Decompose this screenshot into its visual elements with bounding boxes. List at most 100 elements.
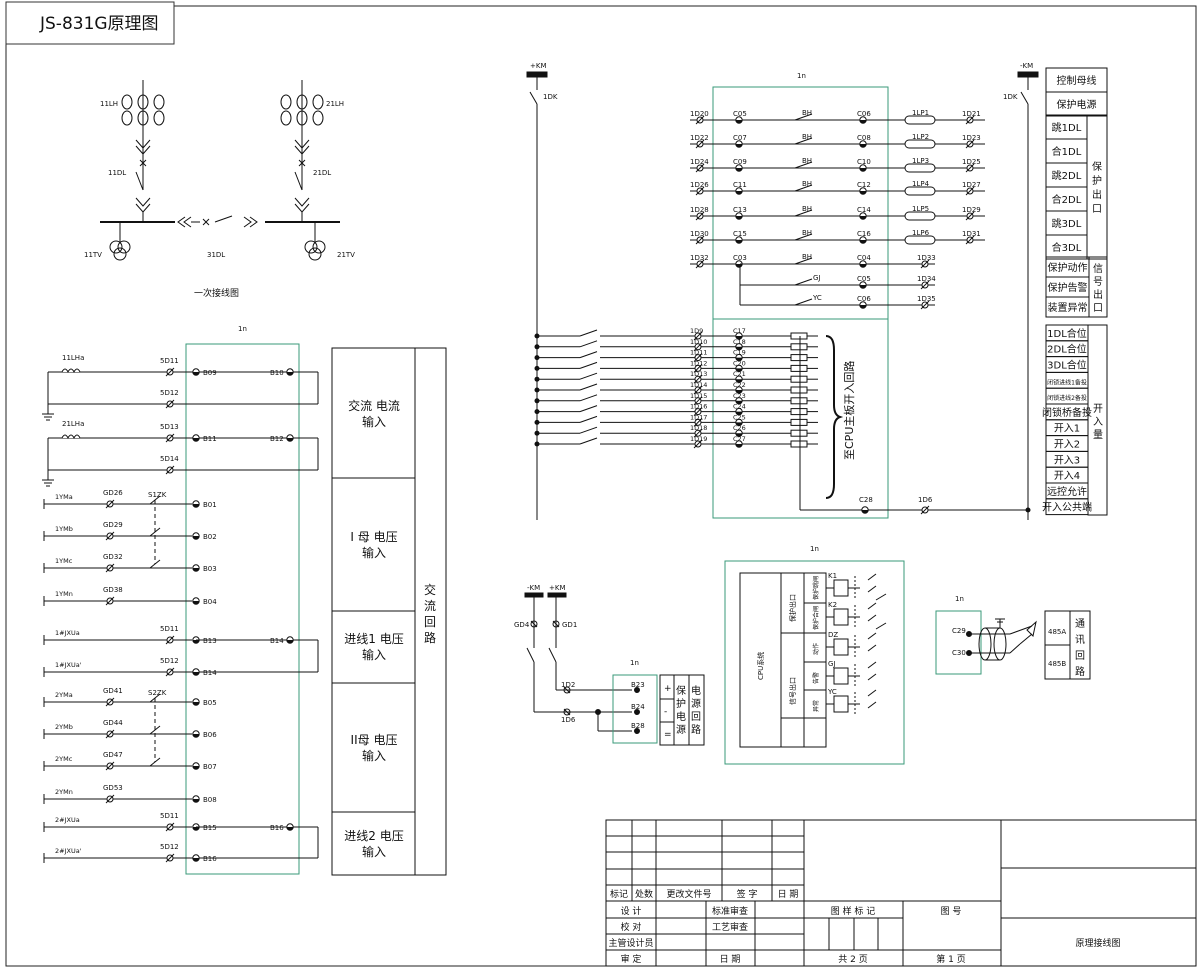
- left-breaker-label: 11DL: [108, 169, 126, 177]
- input-pin-label: C17: [733, 327, 746, 335]
- terminal-slash: [693, 439, 703, 449]
- input-pin-label: C18: [733, 338, 746, 346]
- pin-fill: [286, 827, 294, 831]
- cpu-note: 至CPU主板开入回路: [842, 361, 856, 460]
- output-terminal-label: 1D24: [690, 158, 709, 166]
- terminal-slash: [693, 342, 703, 352]
- relay-contact: [867, 573, 877, 581]
- relay-label: K2: [828, 601, 837, 609]
- left-tv-label: 11TV: [84, 251, 102, 259]
- page-title: JS-831G原理图: [39, 14, 159, 34]
- pin-fill: [735, 168, 743, 172]
- vt-terminal-label: GD26: [103, 489, 123, 497]
- psu-sign-plus: +: [664, 684, 672, 694]
- output-platelink: [904, 235, 936, 245]
- terminal-slash: [105, 794, 115, 804]
- func-input-label: 1DL合位: [1047, 327, 1087, 340]
- output-terminal-label: 1D30: [690, 230, 709, 238]
- vt-line-label: 1#JXUa: [55, 629, 80, 637]
- func-input-label: 开入3: [1054, 455, 1080, 466]
- input-terminal-label: 1D9: [690, 327, 703, 335]
- terminal-slash: [920, 300, 930, 310]
- common-node: [1025, 507, 1031, 513]
- group-label-bus1: I 母 电压: [350, 530, 397, 544]
- input-contact: [579, 340, 598, 348]
- comm-section: 1n C29 C30 485A 485B 通 讯 回 路: [935, 595, 1091, 680]
- output-terminal-label: 1D28: [690, 206, 709, 214]
- drawing-border: [5, 5, 1197, 967]
- input-node: [534, 398, 540, 404]
- input-pin-label: C20: [733, 359, 746, 367]
- terminal-slash: [165, 465, 175, 475]
- input-terminal-label: 1D13: [690, 370, 707, 378]
- sig-contact-label: GJ: [813, 274, 821, 282]
- sig-pin-label: C06: [857, 295, 871, 303]
- ac-device-label: 1n: [238, 325, 247, 333]
- input-contact: [579, 426, 598, 434]
- title-box: [5, 1, 175, 45]
- primary-wiring: 11LH 11DL 21LH 21DL 31DL: [84, 80, 355, 299]
- vt-line-label: 1YMb: [55, 525, 73, 533]
- ac-loop-char-3: 回: [424, 615, 436, 629]
- group-label-line2-2: 输入: [362, 844, 386, 859]
- output-terminal-label: 1D22: [690, 134, 709, 142]
- vt-pin-label: B16: [203, 855, 217, 863]
- relay-contact: [867, 602, 877, 610]
- pin-fill: [735, 400, 743, 404]
- func-prot-label: 合1DL: [1052, 145, 1082, 158]
- pin-fill: [735, 346, 743, 350]
- output-pin-label: C13: [733, 206, 747, 214]
- relay-coil: [833, 579, 849, 597]
- group-label-ac-current-2: 输入: [362, 414, 386, 429]
- vt-pin-label: B14: [203, 669, 217, 677]
- psu-l1-c3: 电: [676, 710, 686, 723]
- relay-contact: [867, 701, 877, 709]
- input-contact: [579, 351, 598, 359]
- vt-terminal-label: GD32: [103, 553, 123, 561]
- pin-fill: [192, 438, 200, 442]
- input-node: [534, 333, 540, 339]
- func-prot-label: 合3DL: [1052, 241, 1082, 254]
- input-pin-label: C22: [733, 381, 746, 389]
- tb-head-count: 处数: [635, 888, 653, 900]
- group-label-bus2-2: 输入: [362, 748, 386, 763]
- vt-line-label: 1YMc: [55, 557, 73, 565]
- terminal-slash: [693, 428, 703, 438]
- sig-contact-label: BH: [802, 253, 812, 261]
- terminal-slash: [693, 331, 703, 341]
- output-platelink: [904, 186, 936, 196]
- func-input-label: 开入公共端: [1042, 501, 1092, 514]
- func-prot-label: 跳2DL: [1052, 169, 1082, 182]
- terminal-slash: [165, 367, 175, 377]
- relay-contact: [875, 622, 887, 630]
- cpu-sub-trip: 保护跳闸: [812, 576, 820, 600]
- psu-section: -KM +KM GD4 GD1 1D2 1D6 1n B23 B24 B28 +…: [514, 584, 705, 746]
- output-contact: [794, 233, 813, 241]
- sig-pin-label: C03: [733, 254, 747, 262]
- input-node: [534, 355, 540, 361]
- func-prot-char: 出: [1092, 188, 1102, 201]
- input-contact: [579, 361, 598, 369]
- input-terminal-label: 1D12: [690, 359, 707, 367]
- group-label-ac-current: 交流 电流: [348, 398, 400, 413]
- right-tv-label: 21TV: [337, 251, 355, 259]
- ac-loop-char-2: 流: [424, 599, 436, 613]
- pin-fill: [735, 357, 743, 361]
- cpu-group-sig: 信号出口: [788, 677, 797, 705]
- relay-coil: [833, 638, 849, 656]
- input-terminal-label: 1D17: [690, 413, 707, 421]
- vt-line-label: 2YMb: [55, 723, 73, 731]
- output-platelink: [904, 163, 936, 173]
- sig-contact: [794, 298, 813, 306]
- psu-l2-c1: 电: [691, 684, 701, 697]
- vt-pin-b14: B14: [270, 637, 284, 645]
- input-pin-label: C27: [733, 435, 746, 443]
- vt-line-label: 1YMn: [55, 590, 73, 598]
- output-terminal-label: 1D27: [962, 181, 981, 189]
- optocoupler: [790, 343, 808, 351]
- terminal-slash: [165, 667, 175, 677]
- input-contact: [579, 437, 598, 445]
- output-terminal-label: 1D31: [962, 230, 981, 238]
- input-node: [534, 344, 540, 350]
- relay-label: DZ: [828, 631, 838, 639]
